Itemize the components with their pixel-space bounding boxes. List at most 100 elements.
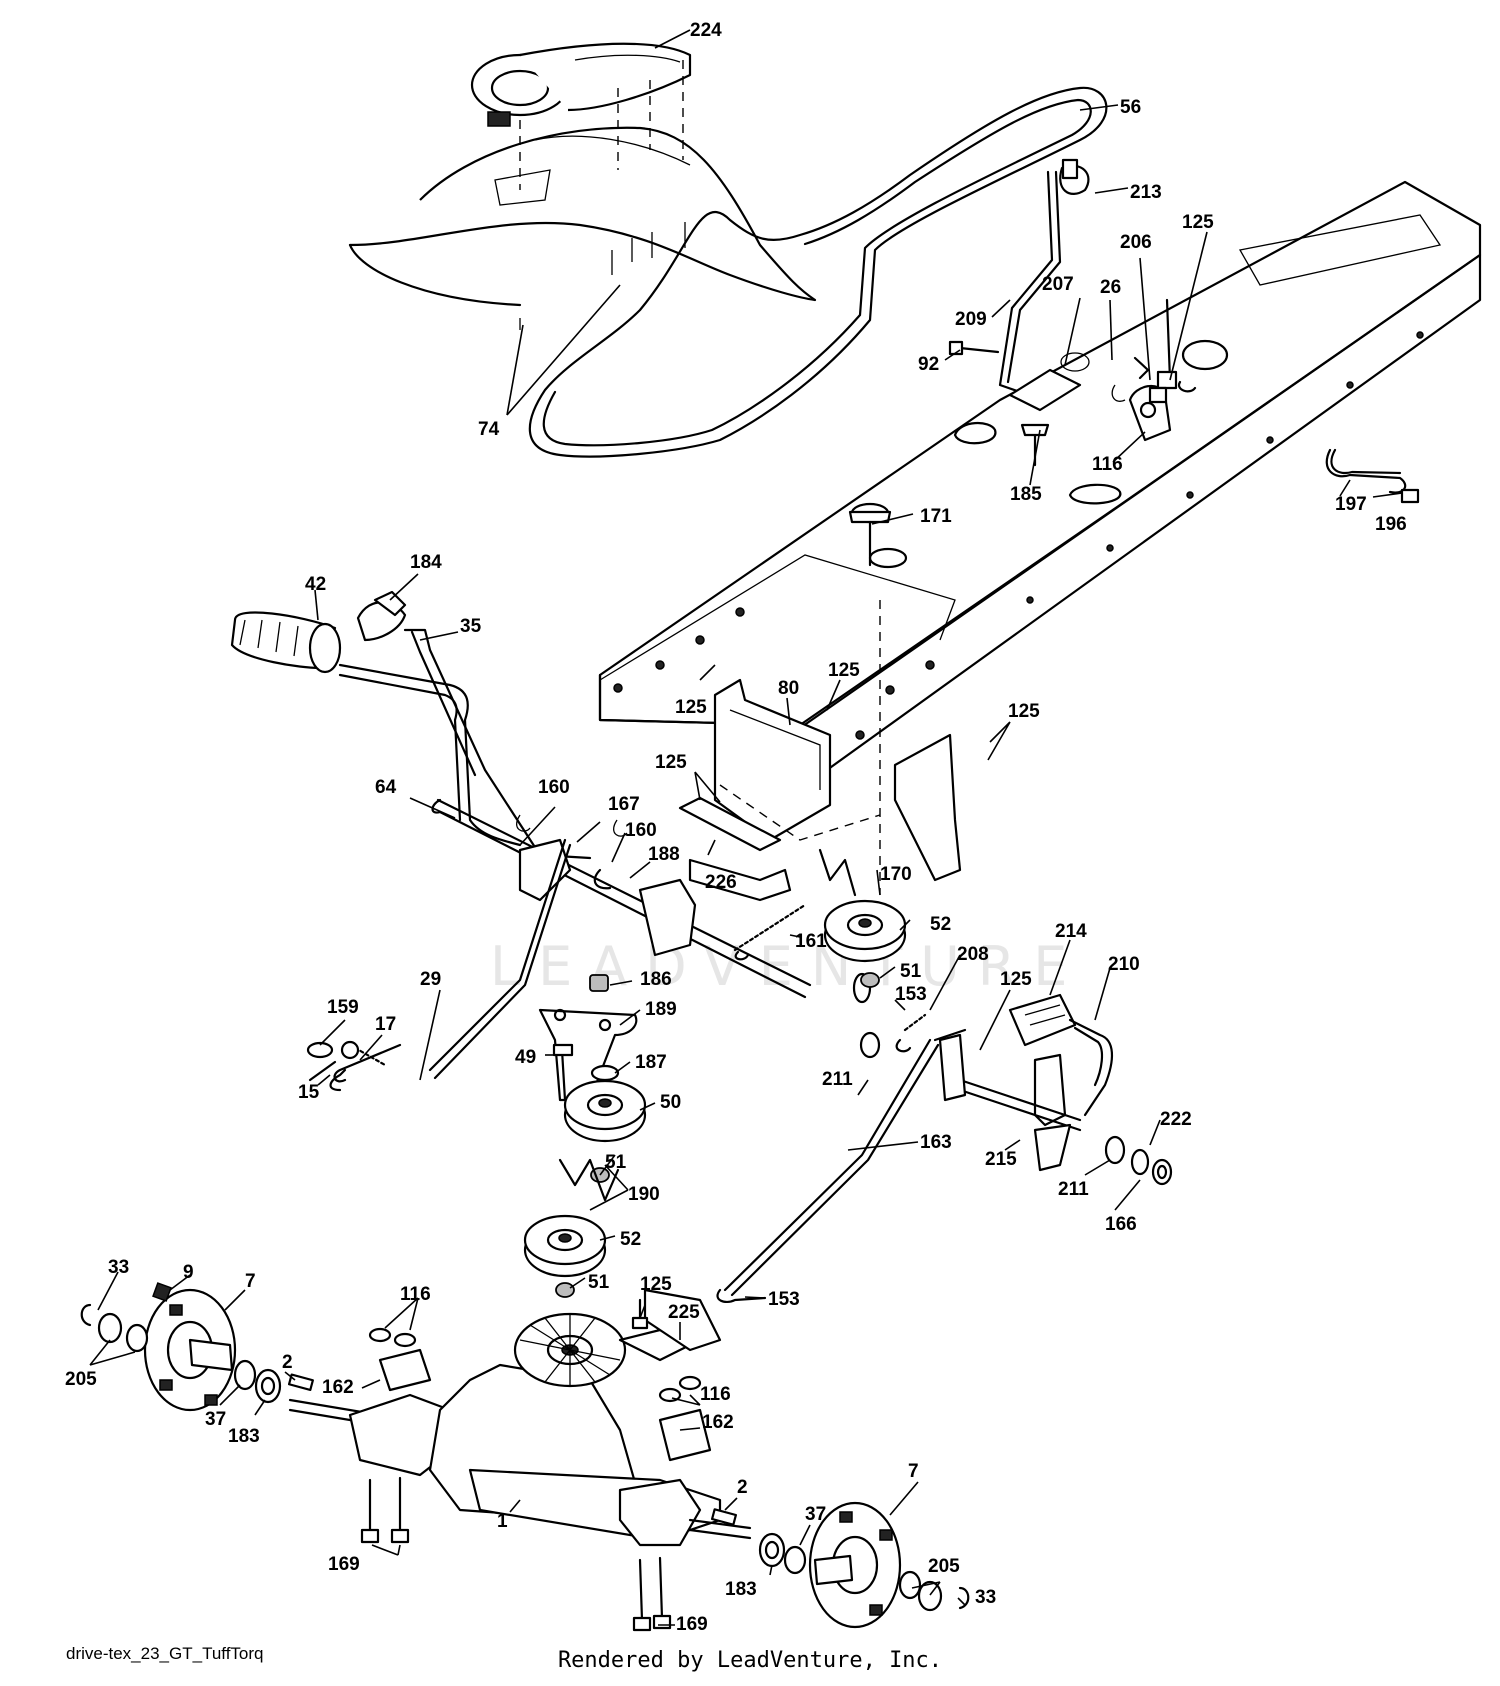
- callout-35: 35: [460, 616, 482, 637]
- callout-196: 196: [1375, 514, 1407, 535]
- mounting-brackets: [678, 600, 962, 902]
- left-hub: [80, 1282, 282, 1412]
- chassis-frame: [598, 180, 1482, 777]
- callout-207: 207: [1042, 274, 1074, 295]
- callout-210: 210: [1108, 954, 1140, 975]
- callout-51: 51: [588, 1272, 610, 1293]
- callout-125: 125: [640, 1274, 672, 1295]
- callout-162: 162: [322, 1377, 354, 1398]
- callout-116: 116: [1092, 454, 1123, 475]
- callout-162: 162: [702, 1412, 734, 1433]
- render-credit: Rendered by LeadVenture, Inc.: [557, 1648, 943, 1673]
- callout-153: 153: [768, 1289, 800, 1310]
- callout-186: 186: [640, 969, 672, 990]
- callout-215: 215: [985, 1149, 1017, 1170]
- callout-80: 80: [778, 678, 799, 699]
- callout-51: 51: [605, 1152, 627, 1173]
- callout-125: 125: [828, 660, 860, 681]
- callout-125: 125: [1008, 701, 1040, 722]
- linkage-plates: [333, 814, 697, 1083]
- watermark: LEADVENTURE: [490, 935, 1085, 998]
- lift-lever: [848, 158, 1197, 567]
- callout-29: 29: [420, 969, 441, 990]
- callout-166: 166: [1105, 1214, 1137, 1235]
- fender-assembly: [348, 42, 817, 330]
- callout-211: 211: [822, 1069, 853, 1090]
- callout-37: 37: [205, 1409, 226, 1430]
- callout-224: 224: [690, 20, 722, 41]
- callout-169: 169: [676, 1614, 708, 1635]
- callout-64: 64: [375, 777, 397, 798]
- callout-92: 92: [918, 354, 939, 375]
- callout-160: 160: [538, 777, 570, 798]
- callout-labels: 224 56 213 206 125 207 26 209 92 74 116 …: [65, 20, 1407, 1635]
- callout-125: 125: [675, 697, 707, 718]
- callout-197: 197: [1335, 494, 1367, 515]
- callout-163: 163: [920, 1132, 952, 1153]
- callout-125: 125: [655, 752, 687, 773]
- callout-74: 74: [478, 419, 500, 440]
- callout-169: 169: [328, 1554, 360, 1575]
- callout-9: 9: [183, 1262, 194, 1283]
- callout-189: 189: [645, 999, 677, 1020]
- callout-211: 211: [1058, 1179, 1089, 1200]
- callout-187: 187: [635, 1052, 667, 1073]
- callout-52: 52: [930, 914, 951, 935]
- callout-226: 226: [705, 872, 737, 893]
- transaxle: [287, 1288, 752, 1632]
- callout-7: 7: [245, 1271, 256, 1292]
- callout-125: 125: [1000, 969, 1032, 990]
- callout-51: 51: [900, 961, 922, 982]
- callout-170: 170: [880, 864, 912, 885]
- callout-160: 160: [625, 820, 657, 841]
- callout-15: 15: [298, 1082, 320, 1103]
- callout-42: 42: [305, 574, 326, 595]
- callout-188: 188: [648, 844, 680, 865]
- callout-213: 213: [1130, 182, 1162, 203]
- callout-49: 49: [515, 1047, 536, 1068]
- callout-185: 185: [1010, 484, 1042, 505]
- callout-184: 184: [410, 552, 442, 573]
- callout-125: 125: [1182, 212, 1214, 233]
- callout-2: 2: [282, 1352, 293, 1373]
- callout-33: 33: [108, 1257, 129, 1278]
- pedal-assembly: [859, 993, 1173, 1186]
- leader-lines: [89, 29, 1403, 1626]
- callout-171: 171: [920, 506, 952, 527]
- callout-50: 50: [660, 1092, 681, 1113]
- springs: [306, 903, 807, 1092]
- rod-197: [1325, 448, 1420, 504]
- frame-holes: [613, 331, 1424, 765]
- callout-1: 1: [497, 1511, 508, 1532]
- callout-205: 205: [65, 1369, 97, 1390]
- callout-205: 205: [928, 1556, 960, 1577]
- brake-rod: [716, 1038, 940, 1304]
- callout-116: 116: [400, 1284, 431, 1305]
- callout-52: 52: [620, 1229, 641, 1250]
- callout-209: 209: [955, 309, 987, 330]
- callout-167: 167: [608, 794, 640, 815]
- callout-214: 214: [1055, 921, 1087, 942]
- callout-208: 208: [957, 944, 989, 965]
- callout-56: 56: [1120, 97, 1141, 118]
- right-hub: [758, 1501, 970, 1629]
- callout-37: 37: [805, 1504, 826, 1525]
- callout-2: 2: [737, 1477, 748, 1498]
- diagram-filename: drive-tex_23_GT_TuffTorq: [66, 1644, 264, 1663]
- callout-225: 225: [668, 1302, 700, 1323]
- callout-116: 116: [700, 1384, 731, 1405]
- idler-assembly: [523, 848, 907, 1298]
- callout-7: 7: [908, 1461, 919, 1482]
- callout-33: 33: [975, 1587, 996, 1608]
- callout-222: 222: [1160, 1109, 1192, 1130]
- callout-17: 17: [375, 1014, 396, 1035]
- callout-153: 153: [895, 984, 927, 1005]
- callout-26: 26: [1100, 277, 1121, 298]
- callout-183: 183: [228, 1426, 260, 1447]
- drive-belt: [528, 86, 1108, 458]
- callout-159: 159: [327, 997, 359, 1018]
- callout-206: 206: [1120, 232, 1152, 253]
- callout-161: 161: [795, 931, 827, 952]
- callout-190: 190: [628, 1184, 660, 1205]
